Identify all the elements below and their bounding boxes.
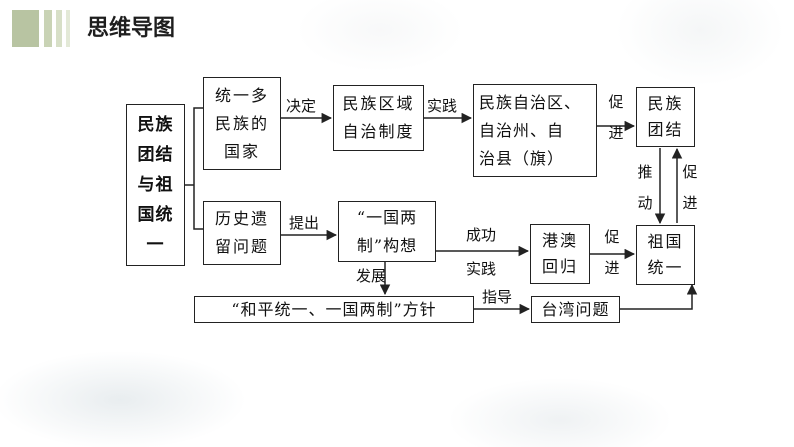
edge-label-push: 推 动	[637, 163, 653, 212]
node-reunification: 祖国 统一	[636, 225, 695, 285]
page-title: 思维导图	[87, 16, 176, 41]
arrow-taiwan-reunification	[620, 283, 698, 310]
node-regional-autonomy-system: 民族区域 自治制度	[333, 85, 424, 151]
title-decoration-bar	[44, 10, 52, 47]
node-ethnic-unity: 民族 团结	[636, 87, 695, 147]
edge-label-develop: 发展	[356, 267, 387, 285]
title-decoration-bar	[56, 10, 62, 47]
edge-label-decide: 决定	[286, 97, 317, 115]
edge-label-guide: 指导	[482, 288, 513, 306]
root-bracket	[185, 107, 203, 230]
edge-label-practice: 实践	[427, 97, 458, 115]
node-historical-issue: 历史遗 留问题	[203, 201, 281, 265]
node-unified-multiethnic-nation: 统一多 民族的 国家	[203, 77, 281, 170]
node-hk-macau-return: 港澳 回归	[530, 224, 590, 284]
title-decoration-bar	[66, 10, 70, 47]
root-node: 民族 团结 与祖 国统 一	[126, 104, 185, 266]
node-one-country-two-systems: “一国两 制”构想	[338, 201, 436, 262]
title-decoration-block	[12, 10, 39, 47]
node-taiwan-issue: 台湾问题	[531, 296, 620, 323]
edge-label-promote-back: 促 进	[682, 163, 698, 212]
node-autonomous-areas: 民族自治区、 自治州、自 治县（旗）	[473, 84, 597, 177]
node-peaceful-reunification-policy: “和平统一、一国两制”方针	[194, 296, 474, 323]
edge-label-promote: 促 进	[608, 93, 624, 142]
edge-label-propose: 提出	[289, 214, 320, 232]
edge-label-practice: 实践	[466, 260, 497, 278]
edge-label-success: 成功	[466, 226, 497, 244]
edge-label-promote-reunification: 促 进	[604, 228, 620, 277]
